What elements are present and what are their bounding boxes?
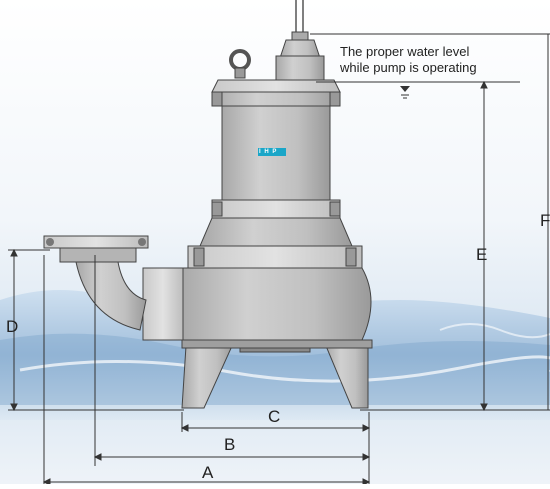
arrow xyxy=(180,424,189,432)
dimension-lines xyxy=(8,33,550,486)
bolt xyxy=(138,238,146,246)
seal-housing xyxy=(199,217,353,247)
elbow-neck xyxy=(59,247,137,263)
motor-flange xyxy=(211,199,341,219)
water-highlight xyxy=(19,355,550,383)
dimension-label-b: B xyxy=(224,435,236,454)
lifting-eye-base xyxy=(234,67,246,79)
bolt xyxy=(46,238,54,246)
bolt xyxy=(211,91,223,107)
water-level-note-line2: while pump is operating xyxy=(340,60,477,75)
volute-casing xyxy=(179,267,372,341)
motor-cap-flange xyxy=(211,91,341,107)
bolt xyxy=(193,247,205,267)
arrow xyxy=(480,403,488,412)
bolt xyxy=(345,247,357,267)
arrow xyxy=(362,453,371,461)
discharge-flange xyxy=(142,267,184,341)
cable-gland xyxy=(291,31,309,41)
cable-entry xyxy=(279,39,321,59)
top-cover xyxy=(275,55,325,81)
discharge-top-flange xyxy=(43,235,149,249)
brand-badge xyxy=(258,148,286,156)
brand-badge-text: I H P xyxy=(259,149,278,155)
arrow xyxy=(10,403,18,412)
volute-flange xyxy=(187,245,363,269)
arrow xyxy=(93,453,102,461)
dimension-label-c: C xyxy=(268,407,281,426)
water-level-symbol xyxy=(400,86,410,92)
dimension-label-d: D xyxy=(6,317,19,336)
base-stand xyxy=(181,339,373,349)
water-wave-deep xyxy=(0,333,550,405)
bolt xyxy=(329,91,341,107)
water-highlight xyxy=(439,323,550,339)
dimension-label-f: F xyxy=(540,211,550,230)
water-level-note-line1: The proper water level xyxy=(340,44,470,59)
dimension-label-a: A xyxy=(202,463,214,482)
bolt xyxy=(329,201,341,217)
arrow xyxy=(10,248,18,257)
dimension-label-e: E xyxy=(476,245,488,264)
bolt xyxy=(211,201,223,217)
arrow xyxy=(480,80,488,89)
arrow xyxy=(362,424,371,432)
